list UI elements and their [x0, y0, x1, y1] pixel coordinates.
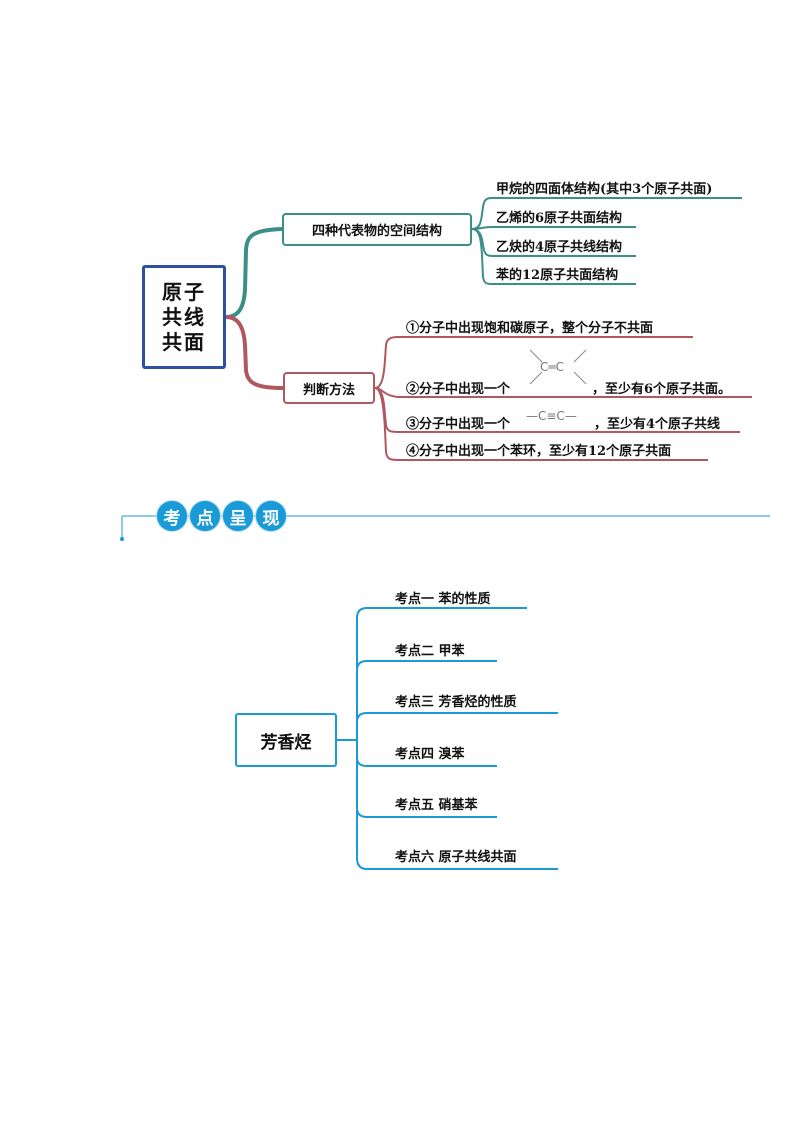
method-2-prefix: ②分子中出现一个	[406, 382, 511, 397]
method-3-prefix: ③分子中出现一个	[406, 417, 511, 432]
leaf-acetylene: 乙炔的4原子共线结构	[496, 240, 623, 255]
section-header-char-2: 点	[190, 501, 220, 531]
method-4: ④分子中出现一个苯环，至少有12个原子共面	[406, 444, 672, 459]
branch-structures-label: 四种代表物的空间结构	[311, 224, 442, 239]
kaodian-6: 考点六 原子共线共面	[395, 850, 517, 865]
section-header-char-3: 呈	[223, 501, 253, 531]
method-3-suffix: ，至少有4个原子共线	[594, 417, 721, 432]
kaodian-3: 考点三 芳香烃的性质	[395, 695, 517, 710]
connector-root-to-methods	[225, 315, 284, 390]
method-1: ①分子中出现饱和碳原子，整个分子不共面	[406, 321, 654, 336]
branch-methods-label: 判断方法	[302, 382, 355, 398]
leaf-ethylene: 乙烯的6原子共面结构	[496, 211, 623, 226]
leaf-benzene: 苯的12原子共面结构	[496, 268, 619, 283]
section-header-char-1: 考	[157, 501, 187, 531]
root-node: 原子共线共面	[142, 265, 226, 369]
root-label: 原子共线共面	[162, 279, 206, 354]
branch-methods: 判断方法	[283, 372, 375, 404]
section-header-char-4: 现	[256, 501, 286, 531]
method-2-suffix: ，至少有6个原子共面。	[592, 382, 732, 397]
kaodian-5: 考点五 硝基苯	[395, 798, 478, 813]
kaodian-2: 考点二 甲苯	[395, 644, 465, 659]
connector-root-to-structures	[225, 227, 283, 319]
branch-structures: 四种代表物的空间结构	[282, 213, 472, 246]
formula-alkene: C═C	[540, 360, 564, 374]
kaodian-4: 考点四 溴苯	[395, 747, 465, 762]
aromatic-root-label: 芳香烃	[260, 732, 312, 753]
formula-alkyne: —C≡C—	[526, 409, 577, 423]
leaf-methane: 甲烷的四面体结构(其中3个原子共面)	[496, 182, 713, 197]
aromatic-root-node: 芳香烃	[235, 713, 337, 767]
kaodian-1: 考点一 苯的性质	[395, 592, 491, 607]
